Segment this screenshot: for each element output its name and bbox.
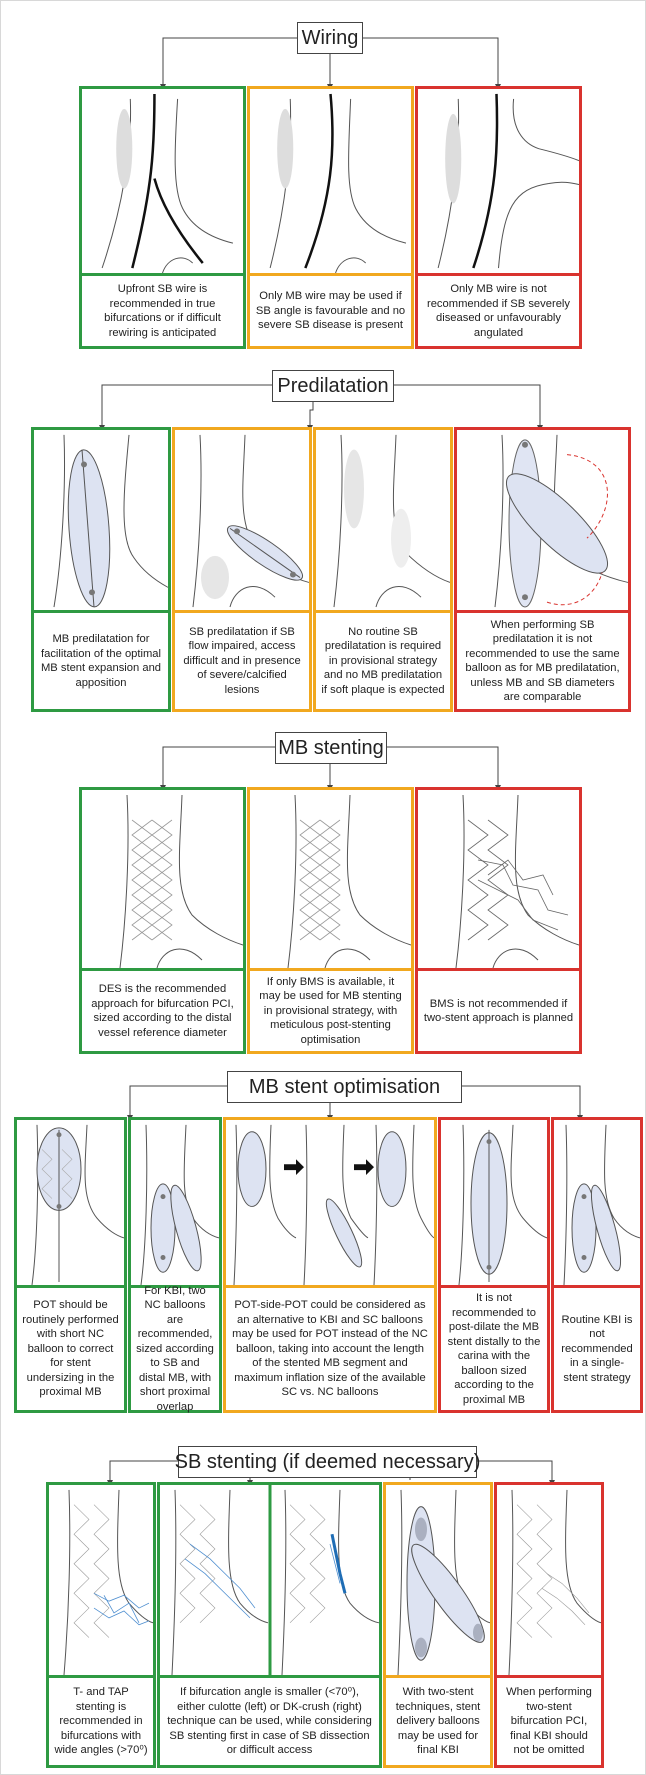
wiring-card-only-mb-wire: Only MB wire may be used if SB angle is … — [247, 86, 414, 349]
section-title-predilatation: Predilatation — [272, 370, 394, 402]
predilatation-card-no-routine: No routine SB predilatation is required … — [313, 427, 453, 712]
card-caption: POT should be routinely performed with s… — [17, 1285, 124, 1410]
mb-optimisation-card-routine-kbi: Routine KBI is not recommended in a sing… — [551, 1117, 643, 1413]
vessel-illustration — [386, 1485, 490, 1675]
predilatation-card-sb: SB predilatation if SB flow impaired, ac… — [172, 427, 312, 712]
vessel-illustration — [82, 790, 243, 968]
vessel-illustration — [457, 430, 628, 610]
vessel-illustration — [226, 1120, 434, 1285]
mb-optimisation-card-not-distal: It is not recommended to post-dilate the… — [438, 1117, 550, 1413]
card-caption: POT-side-POT could be considered as an a… — [226, 1285, 434, 1410]
wiring-card-not-recommended: Only MB wire is not recommended if SB se… — [415, 86, 582, 349]
vessel-illustration — [418, 89, 579, 273]
vessel-illustration — [49, 1485, 153, 1675]
vessel-illustration — [160, 1485, 379, 1675]
mb-stenting-card-bms: If only BMS is available, it may be used… — [247, 787, 414, 1054]
card-caption: T- and TAP stenting is recommended in bi… — [49, 1675, 153, 1765]
mb-optimisation-card-kbi: For KBI, two NC balloons are recommended… — [128, 1117, 222, 1413]
card-caption: When performing SB predilatation it is n… — [457, 610, 628, 709]
card-caption: With two-stent techniques, stent deliver… — [386, 1675, 490, 1765]
card-caption: No routine SB predilatation is required … — [316, 610, 450, 709]
card-caption: Only MB wire is not recommended if SB se… — [418, 273, 579, 346]
vessel-illustration — [17, 1120, 124, 1285]
card-caption: Upfront SB wire is recommended in true b… — [82, 273, 243, 346]
sb-stenting-card-culotte-dk-crush: If bifurcation angle is smaller (<70⁰), … — [157, 1482, 382, 1768]
card-caption: If bifurcation angle is smaller (<70⁰), … — [160, 1675, 379, 1765]
card-caption: Only MB wire may be used if SB angle is … — [250, 273, 411, 346]
vessel-illustration — [250, 89, 411, 273]
vessel-illustration — [250, 790, 411, 968]
section-title-mb-stenting: MB stenting — [275, 732, 387, 764]
mb-stenting-card-des: DES is the recommended approach for bifu… — [79, 787, 246, 1054]
mb-stenting-card-bms-not-recommended: BMS is not recommended if two-stent appr… — [415, 787, 582, 1054]
sb-stenting-card-t-tap: T- and TAP stenting is recommended in bi… — [46, 1482, 156, 1768]
card-caption: It is not recommended to post-dilate the… — [441, 1285, 547, 1410]
vessel-illustration — [82, 89, 243, 273]
mb-optimisation-card-pot-side-pot: POT-side-POT could be considered as an a… — [223, 1117, 437, 1413]
card-caption: For KBI, two NC balloons are recommended… — [131, 1285, 219, 1410]
vessel-illustration — [418, 790, 579, 968]
vessel-illustration — [554, 1120, 640, 1285]
section-title-mb-optimisation: MB stent optimisation — [227, 1071, 462, 1103]
sb-stenting-card-two-stent-balloons: With two-stent techniques, stent deliver… — [383, 1482, 493, 1768]
section-title-wiring: Wiring — [297, 22, 363, 54]
vessel-illustration — [175, 430, 309, 610]
section-title-sb-stenting: SB stenting (if deemed necessary) — [178, 1446, 477, 1478]
sb-stenting-card-final-kbi: When performing two-stent bifurcation PC… — [494, 1482, 604, 1768]
vessel-illustration — [316, 430, 450, 610]
card-caption: SB predilatation if SB flow impaired, ac… — [175, 610, 309, 709]
card-caption: BMS is not recommended if two-stent appr… — [418, 968, 579, 1051]
vessel-illustration — [441, 1120, 547, 1285]
predilatation-card-not-same-balloon: When performing SB predilatation it is n… — [454, 427, 631, 712]
mb-optimisation-card-pot: POT should be routinely performed with s… — [14, 1117, 127, 1413]
card-caption: If only BMS is available, it may be used… — [250, 968, 411, 1051]
card-caption: MB predilatation for facilitation of the… — [34, 610, 168, 709]
card-caption: When performing two-stent bifurcation PC… — [497, 1675, 601, 1765]
predilatation-card-mb: MB predilatation for facilitation of the… — [31, 427, 171, 712]
vessel-illustration — [34, 430, 168, 610]
card-caption: Routine KBI is not recommended in a sing… — [554, 1285, 640, 1410]
vessel-illustration — [497, 1485, 601, 1675]
vessel-illustration — [131, 1120, 219, 1285]
card-caption: DES is the recommended approach for bifu… — [82, 968, 243, 1051]
wiring-card-upfront-sb-wire: Upfront SB wire is recommended in true b… — [79, 86, 246, 349]
